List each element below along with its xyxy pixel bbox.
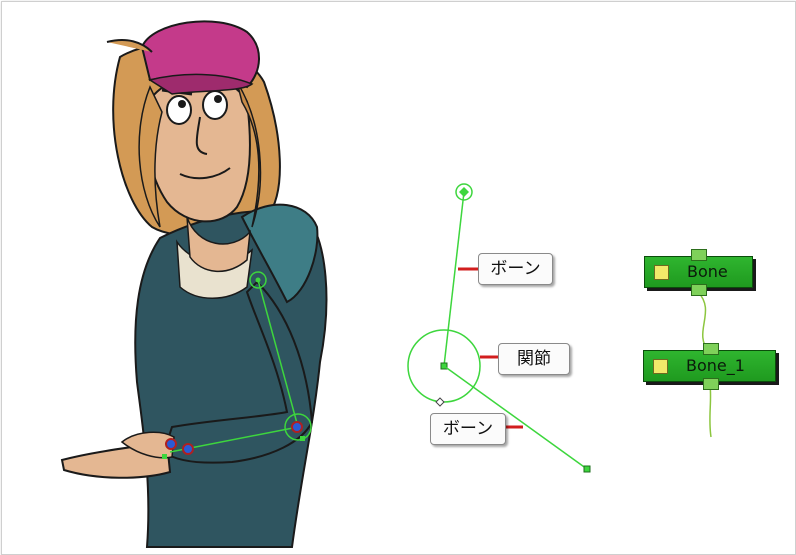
wrist-pivot-icon[interactable] (183, 444, 193, 454)
hand-pivot-icon[interactable] (166, 439, 176, 449)
right-eye (203, 91, 227, 119)
offset-handle-icon[interactable] (436, 398, 444, 406)
left-eye (167, 96, 191, 124)
bone-node-label: Bone (687, 257, 728, 287)
end-handle-icon[interactable] (584, 466, 590, 472)
bone-lower-label: ボーン (430, 413, 506, 445)
node-toggle-icon[interactable] (653, 359, 668, 374)
bone-1-node[interactable]: Bone_1 (643, 350, 776, 382)
elbow-pivot-icon[interactable] (292, 422, 302, 432)
node-toggle-icon[interactable] (654, 265, 669, 280)
bone-node[interactable]: Bone (644, 256, 753, 288)
character (62, 21, 326, 547)
bone-1-node-label: Bone_1 (686, 351, 745, 381)
bone-upper-label: ボーン (478, 253, 553, 285)
joint-label: 関節 (498, 343, 570, 375)
